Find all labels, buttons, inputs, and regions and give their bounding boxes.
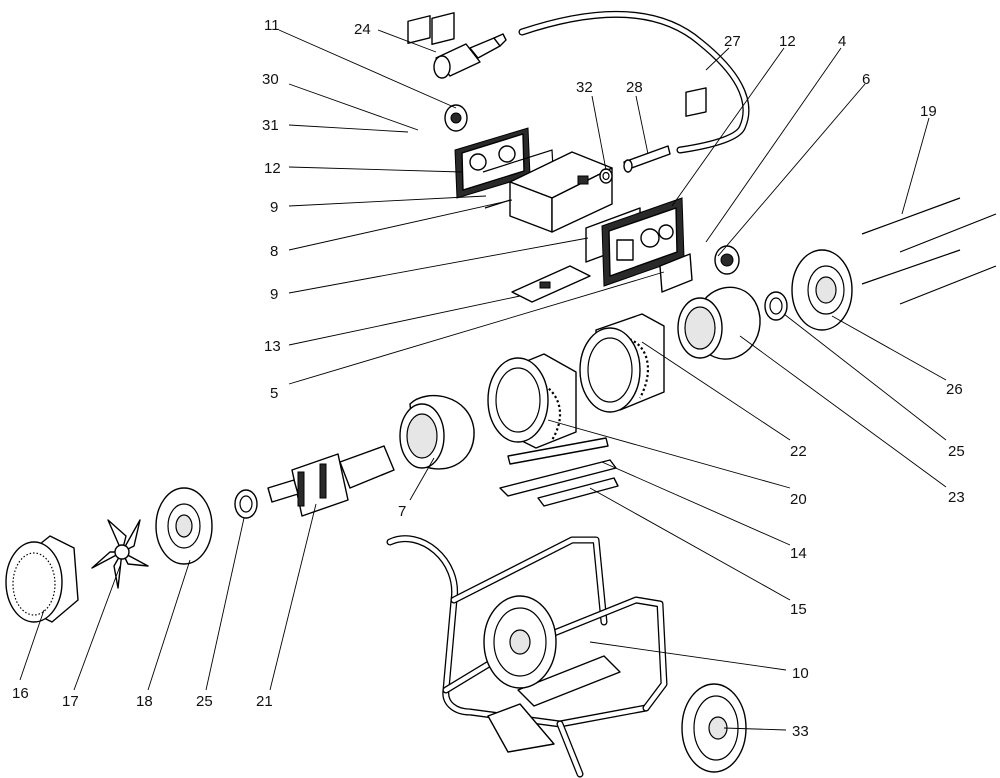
leader-lines [19,29,947,731]
label-22: 22 [790,443,807,460]
label-32: 32 [576,79,593,96]
housing-left-part [487,353,577,449]
label-12-left: 12 [264,160,281,177]
junction-box-part [509,151,613,233]
label-5: 5 [270,385,278,402]
mounting-rails-part [499,437,619,507]
label-13: 13 [264,338,281,355]
label-8: 8 [270,243,278,260]
label-20: 20 [790,491,807,508]
label-17: 17 [62,693,79,710]
socket-panel-group-left [407,12,555,209]
label-19: 19 [920,103,937,120]
label-4: 4 [838,33,846,50]
label-18: 18 [136,693,153,710]
handle-bar-part [518,10,750,154]
label-14: 14 [790,545,807,562]
shaft-part [623,145,671,173]
label-23: 23 [948,489,965,506]
wheel-part [681,683,747,773]
label-25-right: 25 [948,443,965,460]
rear-end-shield-part [791,249,853,331]
label-6: 6 [862,71,870,88]
bearing-right-part [764,291,788,321]
housing-right-part [579,313,665,413]
label-9-bottom: 9 [270,286,278,303]
part-number-labels: 11 24 30 31 12 9 8 9 13 5 32 28 27 12 4 … [12,17,965,740]
label-9-top: 9 [270,199,278,216]
bearing-left-part [234,489,258,519]
label-15: 15 [790,601,807,618]
label-26: 26 [946,381,963,398]
label-27: 27 [724,33,741,50]
nut-part [599,168,613,184]
label-33: 33 [792,723,809,740]
label-11: 11 [264,17,280,34]
label-21: 21 [256,693,273,710]
label-25-left: 25 [196,693,213,710]
label-24: 24 [354,21,371,38]
label-16: 16 [12,685,29,702]
stator-left-part [399,394,475,470]
socket-panel-group-right [585,87,740,293]
plug-part [433,33,507,79]
trolley-frame-part [386,535,668,778]
rotor-part [267,445,395,517]
label-7: 7 [398,503,406,520]
fan-part [91,519,149,589]
stator-winding-right-part [677,286,761,360]
label-12-right: 12 [779,33,796,50]
wheel-frame-part [483,595,557,689]
fan-cover-part [5,535,79,623]
label-28: 28 [626,79,643,96]
front-end-shield-part [155,487,213,565]
tie-rods-part [861,197,997,305]
label-30: 30 [262,71,279,88]
plate-part [511,265,591,303]
label-31: 31 [262,117,279,134]
label-10: 10 [792,665,809,682]
